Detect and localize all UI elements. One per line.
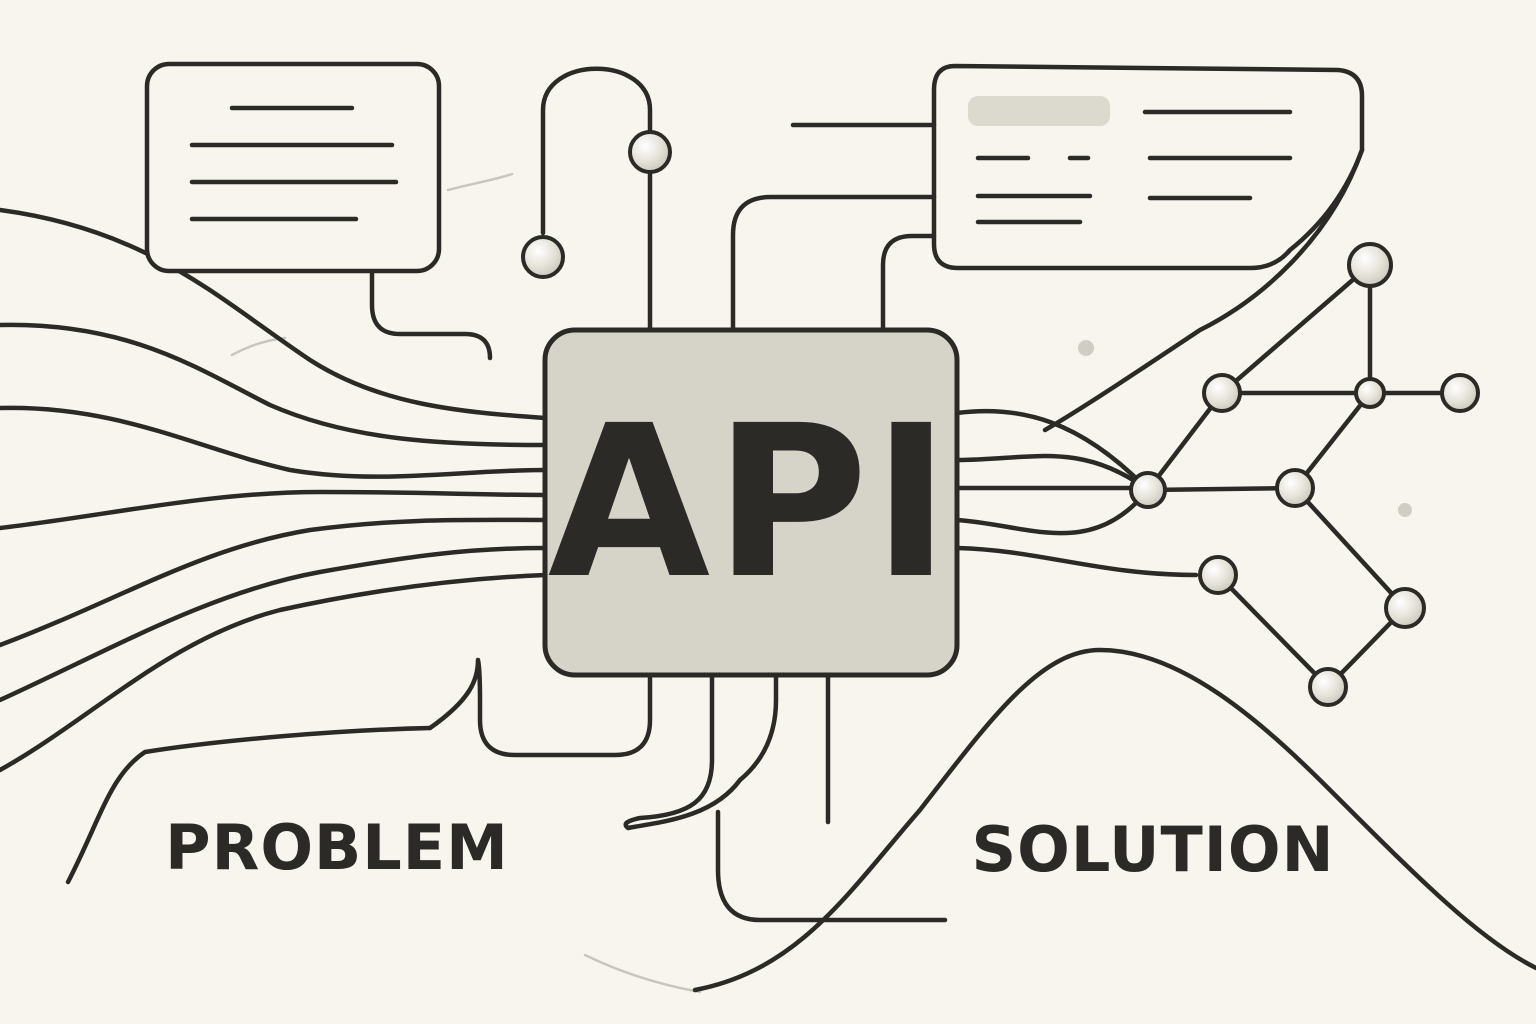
top-node-1 — [521, 235, 565, 279]
network-node — [1202, 373, 1242, 413]
api-label: API — [548, 380, 955, 625]
api-output-lines — [954, 408, 1199, 578]
network-node — [1275, 468, 1315, 508]
network-node — [1354, 377, 1386, 409]
api-top-connectors — [730, 194, 937, 333]
solution-label: SOLUTION — [972, 813, 1335, 886]
api-bottom-connectors — [427, 657, 948, 923]
network-node — [1384, 587, 1426, 629]
left-document-card — [144, 61, 493, 361]
top-node-2 — [628, 130, 672, 174]
right-document-card — [790, 63, 1365, 433]
top-loop-connector — [521, 66, 672, 333]
network-node — [1440, 373, 1480, 413]
network-node — [1308, 667, 1348, 707]
solution-curve — [692, 647, 1536, 993]
decor-dot — [1398, 503, 1412, 517]
network-node — [1347, 242, 1393, 288]
problem-label: PROBLEM — [165, 811, 509, 884]
problem-input-lines — [0, 207, 548, 885]
decor-dot — [1078, 340, 1094, 356]
api-chip: API — [542, 327, 960, 678]
network-node — [1129, 471, 1167, 509]
network-node — [1198, 555, 1238, 595]
node-network — [1078, 242, 1480, 707]
